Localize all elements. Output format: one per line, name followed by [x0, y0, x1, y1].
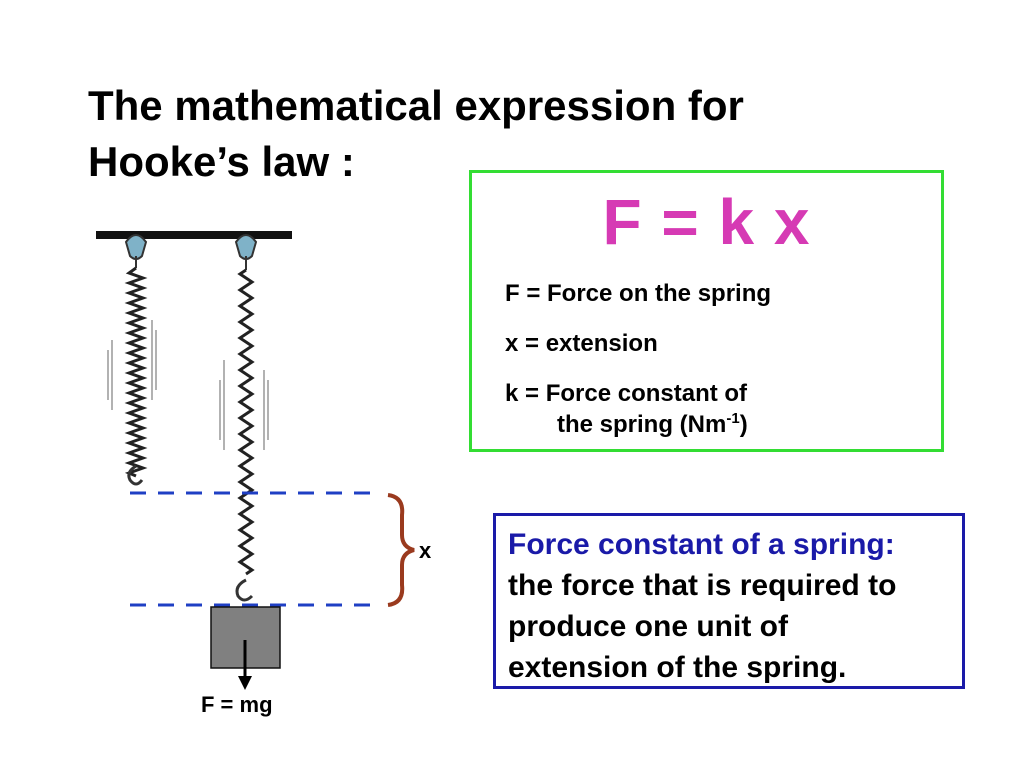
definition-k-line2: the spring (Nm-1) — [505, 406, 771, 437]
definition-line-1: the force that is required to — [508, 569, 897, 602]
title-line-1: The mathematical expression for — [88, 82, 744, 129]
formula-box: F = k x F = Force on the spring x = exte… — [469, 170, 944, 452]
extension-brace — [387, 493, 415, 607]
definition-line-3: extension of the spring. — [508, 651, 847, 684]
loaded-spring — [219, 234, 269, 602]
definition-k-unit-prefix: the spring (Nm — [557, 411, 727, 438]
definition-f: F = Force on the spring — [505, 280, 772, 307]
unloaded-spring — [107, 234, 157, 486]
ceiling-bar — [96, 231, 292, 239]
definition-k-unit-superscript: -1 — [726, 410, 740, 427]
definition-k: k = Force constant of the spring (Nm-1) — [505, 381, 771, 437]
weight-arrow — [238, 640, 252, 690]
weight-label: F = mg — [201, 692, 273, 717]
hookes-law-formula: F = k x — [602, 186, 811, 258]
definition-x: x = extension — [505, 330, 658, 357]
title-line-2: Hooke’s law : — [88, 138, 355, 185]
definition-k-unit-suffix: ) — [739, 411, 748, 438]
force-constant-definition-box: Force constant of a spring: the force th… — [493, 513, 965, 689]
variable-definitions: F = Force on the spring x = extension k … — [505, 281, 771, 437]
slide-title: The mathematical expression for Hooke’s … — [88, 78, 908, 190]
definition-heading: Force constant of a spring: — [508, 528, 895, 561]
definition-k-line1: k = Force constant of — [505, 380, 748, 407]
definition-line-2: produce one unit of — [508, 610, 788, 643]
extension-label: x — [419, 538, 432, 563]
